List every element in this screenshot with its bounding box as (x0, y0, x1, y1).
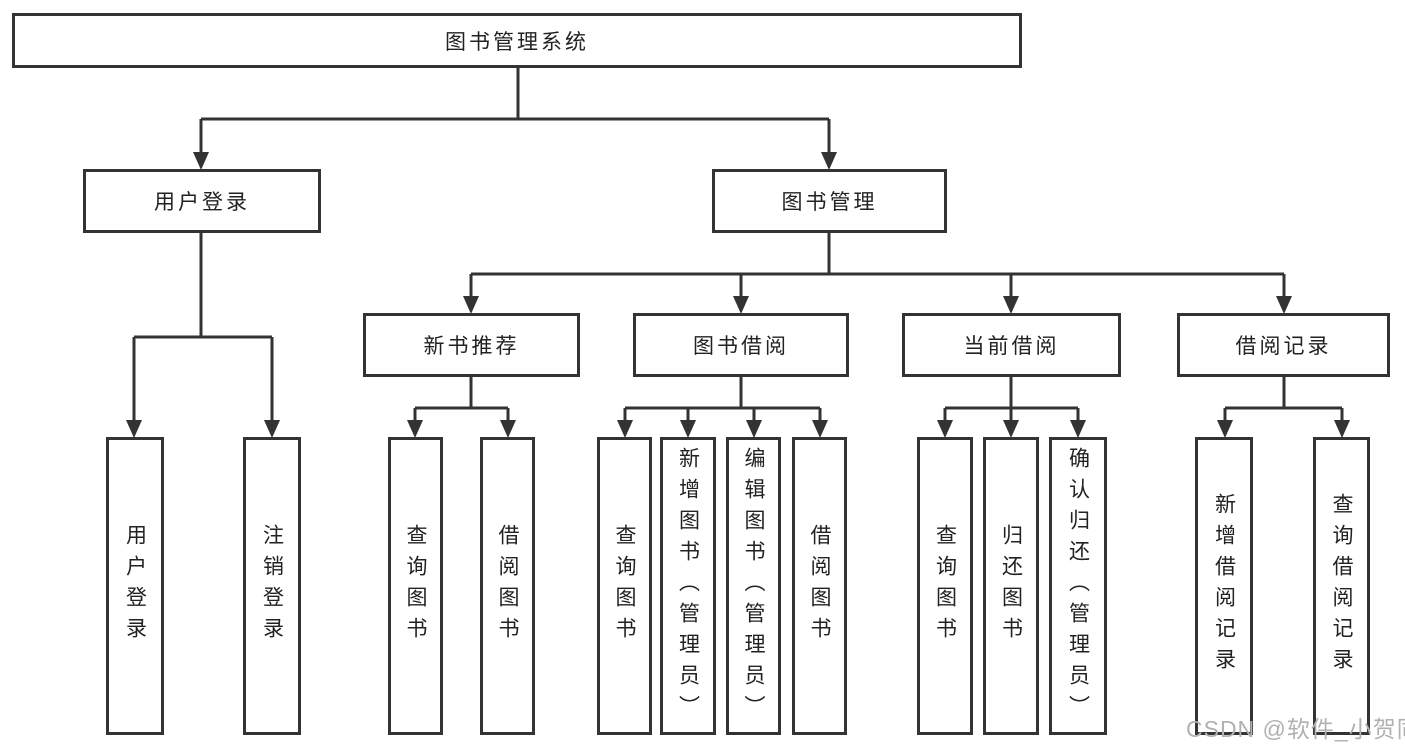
arrowhead (812, 420, 828, 438)
leaf-current-query: 查询图书 (917, 437, 973, 735)
node-book-management: 图书管理 (712, 169, 947, 233)
leaf-borrow-query-label: 查询图书 (613, 524, 636, 648)
leaf-borrow-add-book: 新增图书（管理员） (660, 437, 716, 735)
node-root: 图书管理系统 (12, 13, 1022, 68)
node-user-login-label: 用户登录 (154, 191, 250, 214)
arrowhead (680, 420, 696, 438)
connector-new-book-split (413, 377, 510, 421)
arrowhead (407, 420, 423, 438)
arrowhead (500, 420, 516, 438)
arrowhead (1003, 420, 1019, 438)
node-root-label: 图书管理系统 (445, 30, 589, 54)
arrowhead (1070, 420, 1086, 438)
arrowhead (733, 296, 749, 314)
leaf-records-add: 新增借阅记录 (1195, 437, 1253, 735)
leaf-current-return: 归还图书 (983, 437, 1039, 735)
leaf-newbook-borrow-label: 借阅图书 (496, 524, 519, 648)
leaf-borrow-edit-book-label: 编辑图书（管理员） (742, 446, 765, 726)
leaf-newbook-borrow: 借阅图书 (480, 437, 535, 735)
leaf-logout-label: 注销登录 (260, 524, 284, 648)
connector-user-login-split (132, 233, 274, 421)
leaf-newbook-query: 查询图书 (388, 437, 443, 735)
leaf-current-query-label: 查询图书 (933, 524, 957, 648)
leaf-logout: 注销登录 (243, 437, 301, 735)
arrowhead (821, 152, 837, 170)
node-user-login: 用户登录 (83, 169, 321, 233)
node-new-book-recommend: 新书推荐 (363, 313, 580, 377)
node-borrow-records-label: 借阅记录 (1235, 335, 1332, 358)
leaf-newbook-query-label: 查询图书 (404, 524, 427, 648)
leaf-records-query: 查询借阅记录 (1313, 437, 1370, 735)
arrowhead (193, 152, 209, 170)
leaf-records-query-label: 查询借阅记录 (1330, 493, 1353, 679)
node-current-borrow: 当前借阅 (902, 313, 1121, 377)
node-borrow-records: 借阅记录 (1177, 313, 1390, 377)
leaf-current-confirm-return-label: 确认归还（管理员） (1066, 446, 1090, 726)
node-new-book-recommend-label: 新书推荐 (423, 335, 520, 358)
leaf-borrow-borrow-book: 借阅图书 (792, 437, 847, 735)
leaf-user-login: 用户登录 (106, 437, 164, 735)
leaf-borrow-query: 查询图书 (597, 437, 652, 735)
arrowhead (1217, 420, 1233, 438)
leaf-records-add-label: 新增借阅记录 (1212, 493, 1236, 679)
leaf-borrow-borrow-book-label: 借阅图书 (808, 524, 831, 648)
arrowhead (126, 420, 142, 438)
leaf-current-return-label: 归还图书 (999, 524, 1023, 648)
watermark: CSDN @软件_小贺同学 (1186, 716, 1405, 742)
leaf-borrow-edit-book: 编辑图书（管理员） (726, 437, 781, 735)
arrowhead (1003, 296, 1019, 314)
connector-root-split (199, 68, 831, 153)
leaf-current-confirm-return: 确认归还（管理员） (1049, 437, 1107, 735)
arrowhead (937, 420, 953, 438)
arrowhead (463, 296, 479, 314)
leaf-borrow-add-book-label: 新增图书（管理员） (676, 446, 700, 726)
connector-book-mgmt-split (469, 233, 1286, 297)
connector-book-borrow-split (623, 377, 822, 421)
arrowhead (264, 420, 280, 438)
node-book-borrow-label: 图书借阅 (693, 335, 789, 358)
node-book-borrow: 图书借阅 (633, 313, 849, 377)
leaf-user-login-label: 用户登录 (123, 524, 147, 648)
arrowhead (1276, 296, 1292, 314)
arrowhead (617, 420, 633, 438)
connector-borrow-records-split (1223, 377, 1344, 421)
node-book-management-label: 图书管理 (781, 191, 878, 214)
arrowhead (746, 420, 762, 438)
arrowhead (1334, 420, 1350, 438)
connector-current-borrow-split (943, 377, 1080, 421)
node-current-borrow-label: 当前借阅 (963, 335, 1060, 358)
